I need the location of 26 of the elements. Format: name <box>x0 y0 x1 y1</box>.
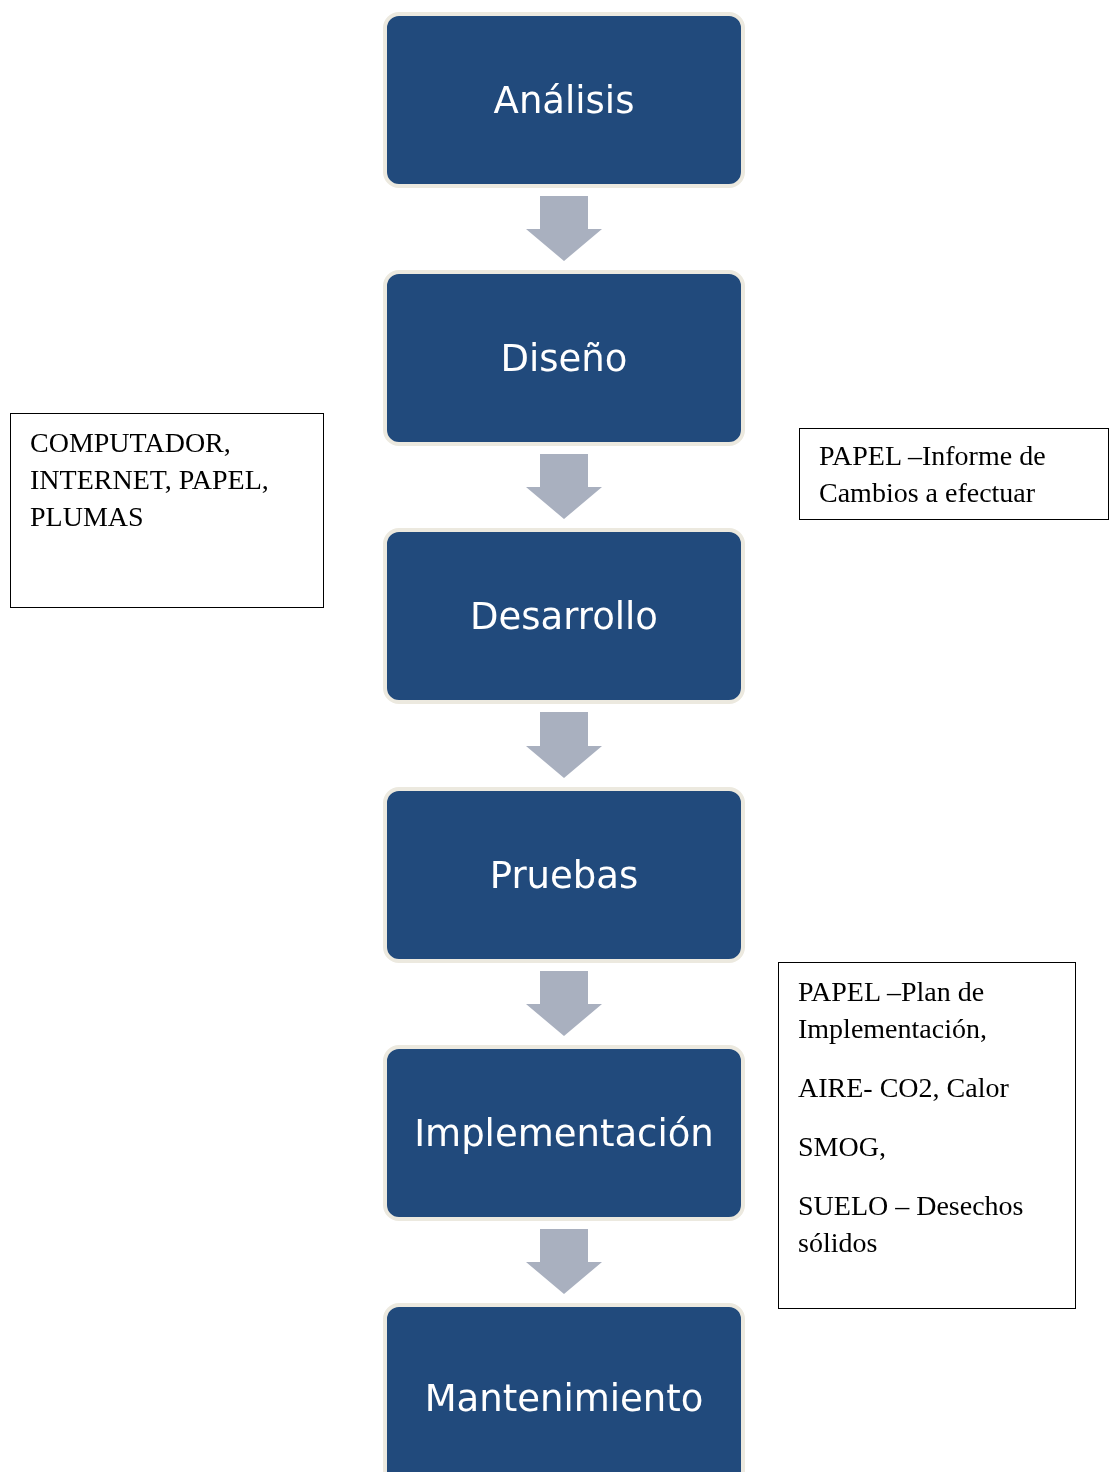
step-label: Implementación <box>414 1111 714 1155</box>
note-text: COMPUTADOR, INTERNET, PAPEL, PLUMAS <box>30 426 270 534</box>
step-label: Desarrollo <box>470 594 658 638</box>
process-box <box>383 1045 745 1221</box>
step-label: Diseño <box>500 336 628 380</box>
note-text: PAPEL –Informe de Cambios a efectuar <box>819 439 1047 510</box>
step-label: Pruebas <box>489 853 639 897</box>
note-box <box>10 413 324 608</box>
note-text: AIRE- CO2, Calor <box>798 1071 1010 1105</box>
block-arrow <box>526 971 602 1036</box>
note-box <box>778 962 1076 1309</box>
note-text: PAPEL –Plan de Implementación, <box>798 975 988 1046</box>
process-box <box>383 528 745 704</box>
block-arrow <box>526 196 602 261</box>
note-box <box>799 428 1109 520</box>
block-arrow <box>526 1229 602 1294</box>
step-label: Análisis <box>493 78 635 122</box>
note-text: SMOG, <box>798 1130 887 1164</box>
process-box <box>383 1303 745 1472</box>
process-box <box>383 787 745 963</box>
step-label: Mantenimiento <box>424 1376 704 1420</box>
block-arrow <box>526 454 602 519</box>
note-text: SUELO – Desechos sólidos <box>798 1189 1025 1260</box>
process-box <box>383 270 745 446</box>
process-box <box>383 12 745 188</box>
block-arrow <box>526 712 602 778</box>
